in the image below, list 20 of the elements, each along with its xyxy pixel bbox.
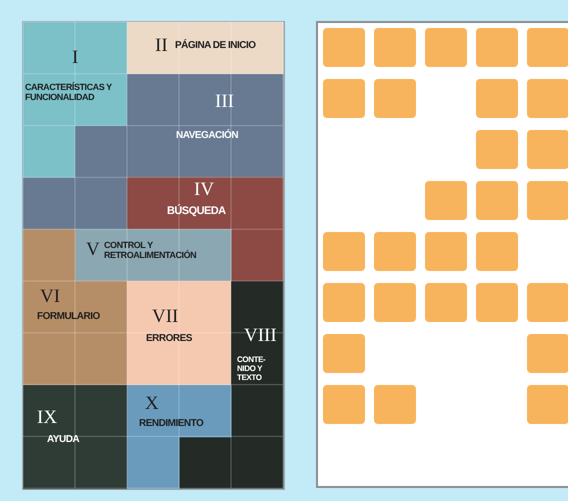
region-label: CONTROL Y RETROALIMENTACIÓN [104, 240, 198, 261]
region-label: CONTE- NIDO Y TEXTO [237, 355, 266, 383]
roman-numeral: X [145, 394, 159, 413]
roman-numeral: V [86, 240, 100, 259]
roman-numeral: III [215, 92, 234, 111]
roman-numeral: II [155, 36, 168, 55]
region-label: BÚSQUEDA [167, 204, 227, 218]
roman-numeral: VI [40, 286, 60, 306]
region-label: FORMULARIO [37, 310, 101, 322]
roman-numeral: IV [194, 180, 214, 199]
region-label: ERRORES [146, 333, 193, 344]
region-label: CARACTERÍSTICAS Y FUNCIONALIDAD [25, 82, 113, 103]
region-label: RENDIMIENTO [139, 418, 204, 430]
roman-numeral: IX [37, 408, 58, 427]
region-label: PÁGINA DE INICIO [175, 40, 257, 52]
roman-numeral: I [72, 48, 78, 67]
region-label: AYUDA [47, 434, 80, 446]
roman-numeral: VII [152, 307, 178, 326]
region-label: NAVEGACIÓN [176, 130, 240, 142]
roman-numeral: VIII [244, 326, 277, 345]
